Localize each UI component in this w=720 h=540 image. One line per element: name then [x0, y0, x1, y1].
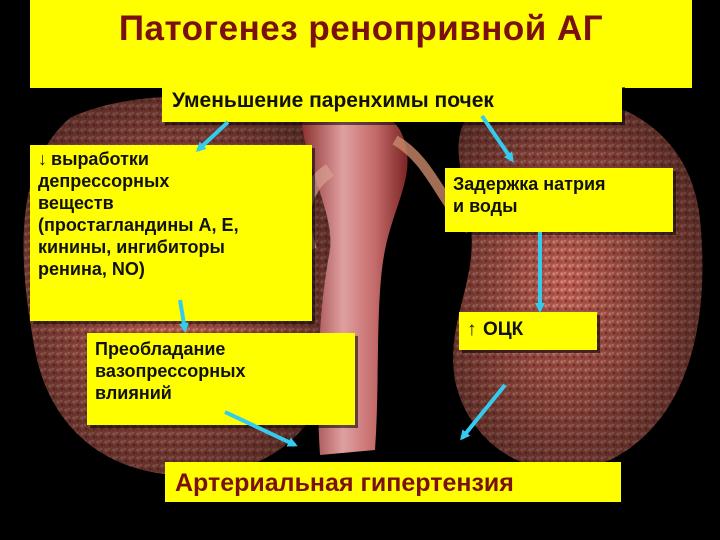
arrow-ock-to-hypertension: [462, 385, 505, 438]
arrow-reduction-to-sodium: [482, 116, 512, 160]
arrow-depressor-to-vaso: [180, 300, 185, 330]
arrow-vaso-to-hypertension: [225, 412, 295, 445]
arrow-reduction-to-depressor: [198, 122, 228, 150]
